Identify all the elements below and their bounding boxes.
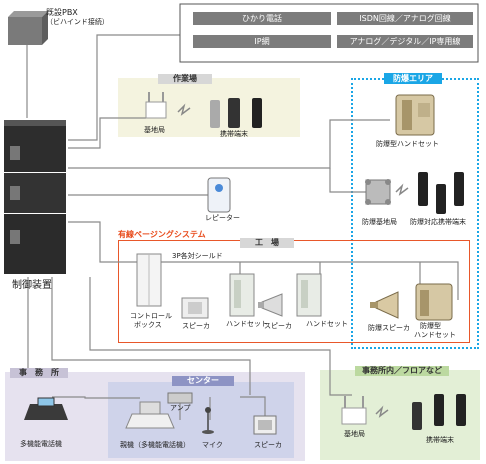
factory-title: 工 場 — [240, 238, 294, 248]
explosion-handset-label: 防爆型ハンドセット — [376, 140, 439, 148]
work-handset-label: 携帯端末 — [220, 130, 248, 138]
repeater-icon — [207, 177, 231, 213]
pbx-label: 既設PBX — [46, 8, 78, 17]
shield-label: 3P各対シールド — [172, 252, 223, 260]
horn-speaker-icon — [258, 293, 283, 317]
console-label: 親機（多機能電話機） — [120, 441, 190, 449]
paging-system-zone — [118, 240, 470, 343]
work-base-station-icon — [145, 92, 167, 119]
floor-handsets-icon — [412, 394, 466, 430]
explosion-terminals-icon — [418, 172, 464, 214]
center-speaker-icon — [253, 415, 277, 435]
work-base-station-label: 基地局 — [144, 126, 165, 134]
controller-label: 制御装置 — [12, 280, 52, 291]
paging-speaker-1-label: スピーカ — [182, 322, 210, 330]
paging-handset-1-label: ハンドセット — [226, 320, 268, 328]
control-box-label-2: ボックス — [134, 321, 162, 329]
explosion-paging-handset-icon — [415, 283, 453, 321]
control-box-label-1: コントロール — [130, 312, 172, 320]
work-handsets-icon — [210, 98, 262, 128]
legend-ip: IP網 — [193, 35, 331, 48]
legend-hikari: ひかり電話 — [193, 12, 331, 25]
pbx-icon — [8, 11, 48, 45]
explosion-base-station-label: 防爆基地局 — [362, 218, 397, 226]
amp-icon — [167, 392, 193, 404]
control-box-icon — [136, 253, 162, 307]
repeater-label: レピーター — [205, 214, 240, 222]
paging-handset-2-label: ハンドセット — [306, 320, 348, 328]
explosion-terminal-label: 防爆対応携帯端末 — [410, 218, 466, 226]
floor-base-station-icon — [341, 396, 367, 425]
explosion-speaker-label: 防爆スピーカ — [368, 324, 410, 332]
explosion-handset-icon — [395, 94, 435, 136]
amp-label: アンプ — [170, 404, 191, 412]
paging-handset-1-icon — [229, 273, 255, 317]
work-area-title: 作業場 — [158, 74, 212, 84]
pbx-sublabel: （ビハインド接続） — [46, 18, 109, 26]
floor-base-station-label: 基地局 — [344, 430, 365, 438]
office-phone-icon — [24, 397, 68, 420]
explosion-area-title: 防爆エリア — [384, 73, 442, 84]
paging-title: 有線ページングシステム — [118, 230, 206, 239]
mic-icon — [202, 407, 214, 434]
speaker-box-icon — [181, 297, 209, 319]
floor-handset-label: 携帯端末 — [426, 436, 454, 444]
explosion-paging-handset-label-1: 防爆型 — [420, 322, 441, 330]
center-title: センター — [172, 376, 234, 386]
explosion-paging-handset-label-2: ハンドセット — [414, 331, 456, 339]
paging-speaker-2-label: スピーカ — [264, 322, 292, 330]
console-phone-icon — [125, 401, 175, 429]
paging-handset-2-icon — [296, 273, 322, 317]
center-speaker-label: スピーカ — [254, 441, 282, 449]
explosion-base-station-icon — [365, 179, 391, 205]
explosion-speaker-icon — [370, 291, 399, 319]
controller-icon — [4, 120, 66, 274]
office-phone-label: 多機能電話機 — [20, 440, 62, 448]
office-floor-title: 事務所内／フロアなど — [355, 366, 449, 376]
legend-isdn: ISDN回線／アナログ回線 — [337, 12, 473, 25]
legend-analog: アナログ／デジタル／IP専用線 — [337, 35, 473, 48]
office-title: 事 務 所 — [10, 368, 68, 378]
mic-label: マイク — [202, 441, 223, 449]
